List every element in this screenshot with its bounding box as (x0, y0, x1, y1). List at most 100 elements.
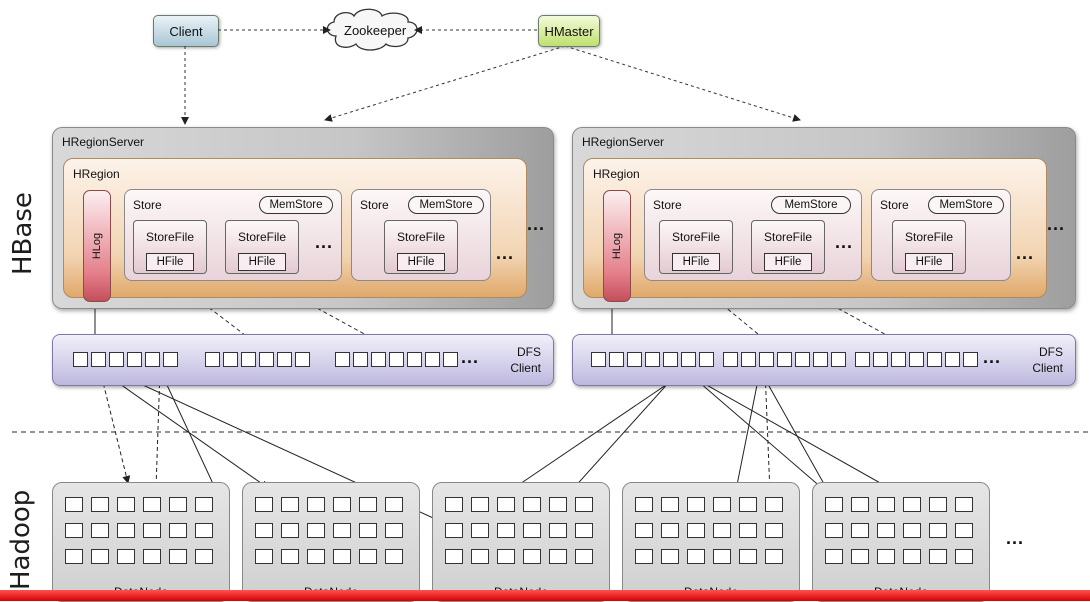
data-block (143, 523, 161, 538)
data-block (661, 523, 679, 538)
data-block (445, 523, 463, 538)
store-title: Store (653, 198, 682, 212)
ellipsis: ... (1047, 214, 1066, 234)
dfs-block (407, 352, 422, 367)
data-block (877, 497, 895, 512)
data-block (471, 497, 489, 512)
data-block (117, 549, 135, 564)
dfs-label-line2: Client (510, 361, 541, 375)
data-block (169, 497, 187, 512)
data-block (445, 497, 463, 512)
data-block (661, 549, 679, 564)
ellipsis: ... (983, 347, 1002, 367)
dfs-block (963, 352, 978, 367)
data-block (195, 523, 213, 538)
data-block (903, 497, 921, 512)
store-title: Store (360, 198, 389, 212)
data-block (903, 549, 921, 564)
client-box: Client (153, 15, 219, 47)
block-group (335, 352, 461, 367)
data-block (765, 497, 783, 512)
data-block (281, 523, 299, 538)
dfs-block (591, 352, 606, 367)
datanode-block-grid (445, 497, 593, 564)
hfile: HFile (397, 253, 445, 271)
memstore: MemStore (928, 196, 1004, 214)
store-title: Store (880, 198, 909, 212)
ellipsis: ... (1006, 528, 1025, 548)
data-block (851, 523, 869, 538)
zookeeper-label: Zookeeper (344, 23, 407, 38)
hregionserver-right: HRegionServer HRegion HLog Store MemStor… (572, 127, 1076, 309)
data-block (471, 523, 489, 538)
dfs-block (759, 352, 774, 367)
data-block (143, 549, 161, 564)
dfs-block (927, 352, 942, 367)
data-block (851, 549, 869, 564)
data-block (635, 549, 653, 564)
data-block (929, 549, 947, 564)
data-block (877, 549, 895, 564)
data-block (739, 549, 757, 564)
dfs-block (295, 352, 310, 367)
data-block (359, 497, 377, 512)
data-block (739, 497, 757, 512)
data-block (687, 549, 705, 564)
data-block (549, 523, 567, 538)
storefile-label: StoreFile (763, 230, 813, 244)
hmaster-label: HMaster (544, 23, 594, 39)
dfs-label-line2: Client (1032, 361, 1063, 375)
storefile-label: StoreFile (145, 230, 195, 244)
zookeeper-cloud-icon (326, 8, 418, 51)
dfs-block (891, 352, 906, 367)
dfs-block (873, 352, 888, 367)
data-block (635, 497, 653, 512)
data-block (333, 497, 351, 512)
data-block (549, 497, 567, 512)
data-block (255, 523, 273, 538)
hfile: HFile (146, 253, 194, 271)
data-block (765, 549, 783, 564)
dfs-block (699, 352, 714, 367)
hlog-right: HLog (603, 190, 631, 302)
data-block (195, 497, 213, 512)
client-label: Client (169, 23, 203, 39)
data-block (445, 549, 463, 564)
dfs-block (241, 352, 256, 367)
dfs-block (425, 352, 440, 367)
ellipsis: ... (496, 243, 515, 263)
data-block (523, 549, 541, 564)
dfs-block (627, 352, 642, 367)
storefile-label: StoreFile (904, 230, 954, 244)
data-block (739, 523, 757, 538)
datanode-4: DataNode (622, 482, 800, 602)
data-block (955, 523, 973, 538)
data-block (255, 497, 273, 512)
data-block (497, 497, 515, 512)
data-block (333, 549, 351, 564)
memstore: MemStore (408, 196, 484, 214)
data-block (497, 549, 515, 564)
data-block (825, 523, 843, 538)
data-block (385, 549, 403, 564)
datanode-2: DataNode (242, 482, 420, 602)
hregionserver-title: HRegionServer (582, 135, 665, 149)
data-block (955, 497, 973, 512)
hfile: HFile (905, 253, 953, 271)
data-block (169, 549, 187, 564)
data-block (765, 523, 783, 538)
hlog-label: HLog (611, 232, 624, 260)
dfs-block (223, 352, 238, 367)
block-group (205, 352, 313, 367)
data-block (635, 523, 653, 538)
hmaster-box: HMaster (538, 15, 600, 47)
data-block (307, 523, 325, 538)
dfs-block (259, 352, 274, 367)
data-block (903, 523, 921, 538)
dfs-block (813, 352, 828, 367)
dfs-block (609, 352, 624, 367)
